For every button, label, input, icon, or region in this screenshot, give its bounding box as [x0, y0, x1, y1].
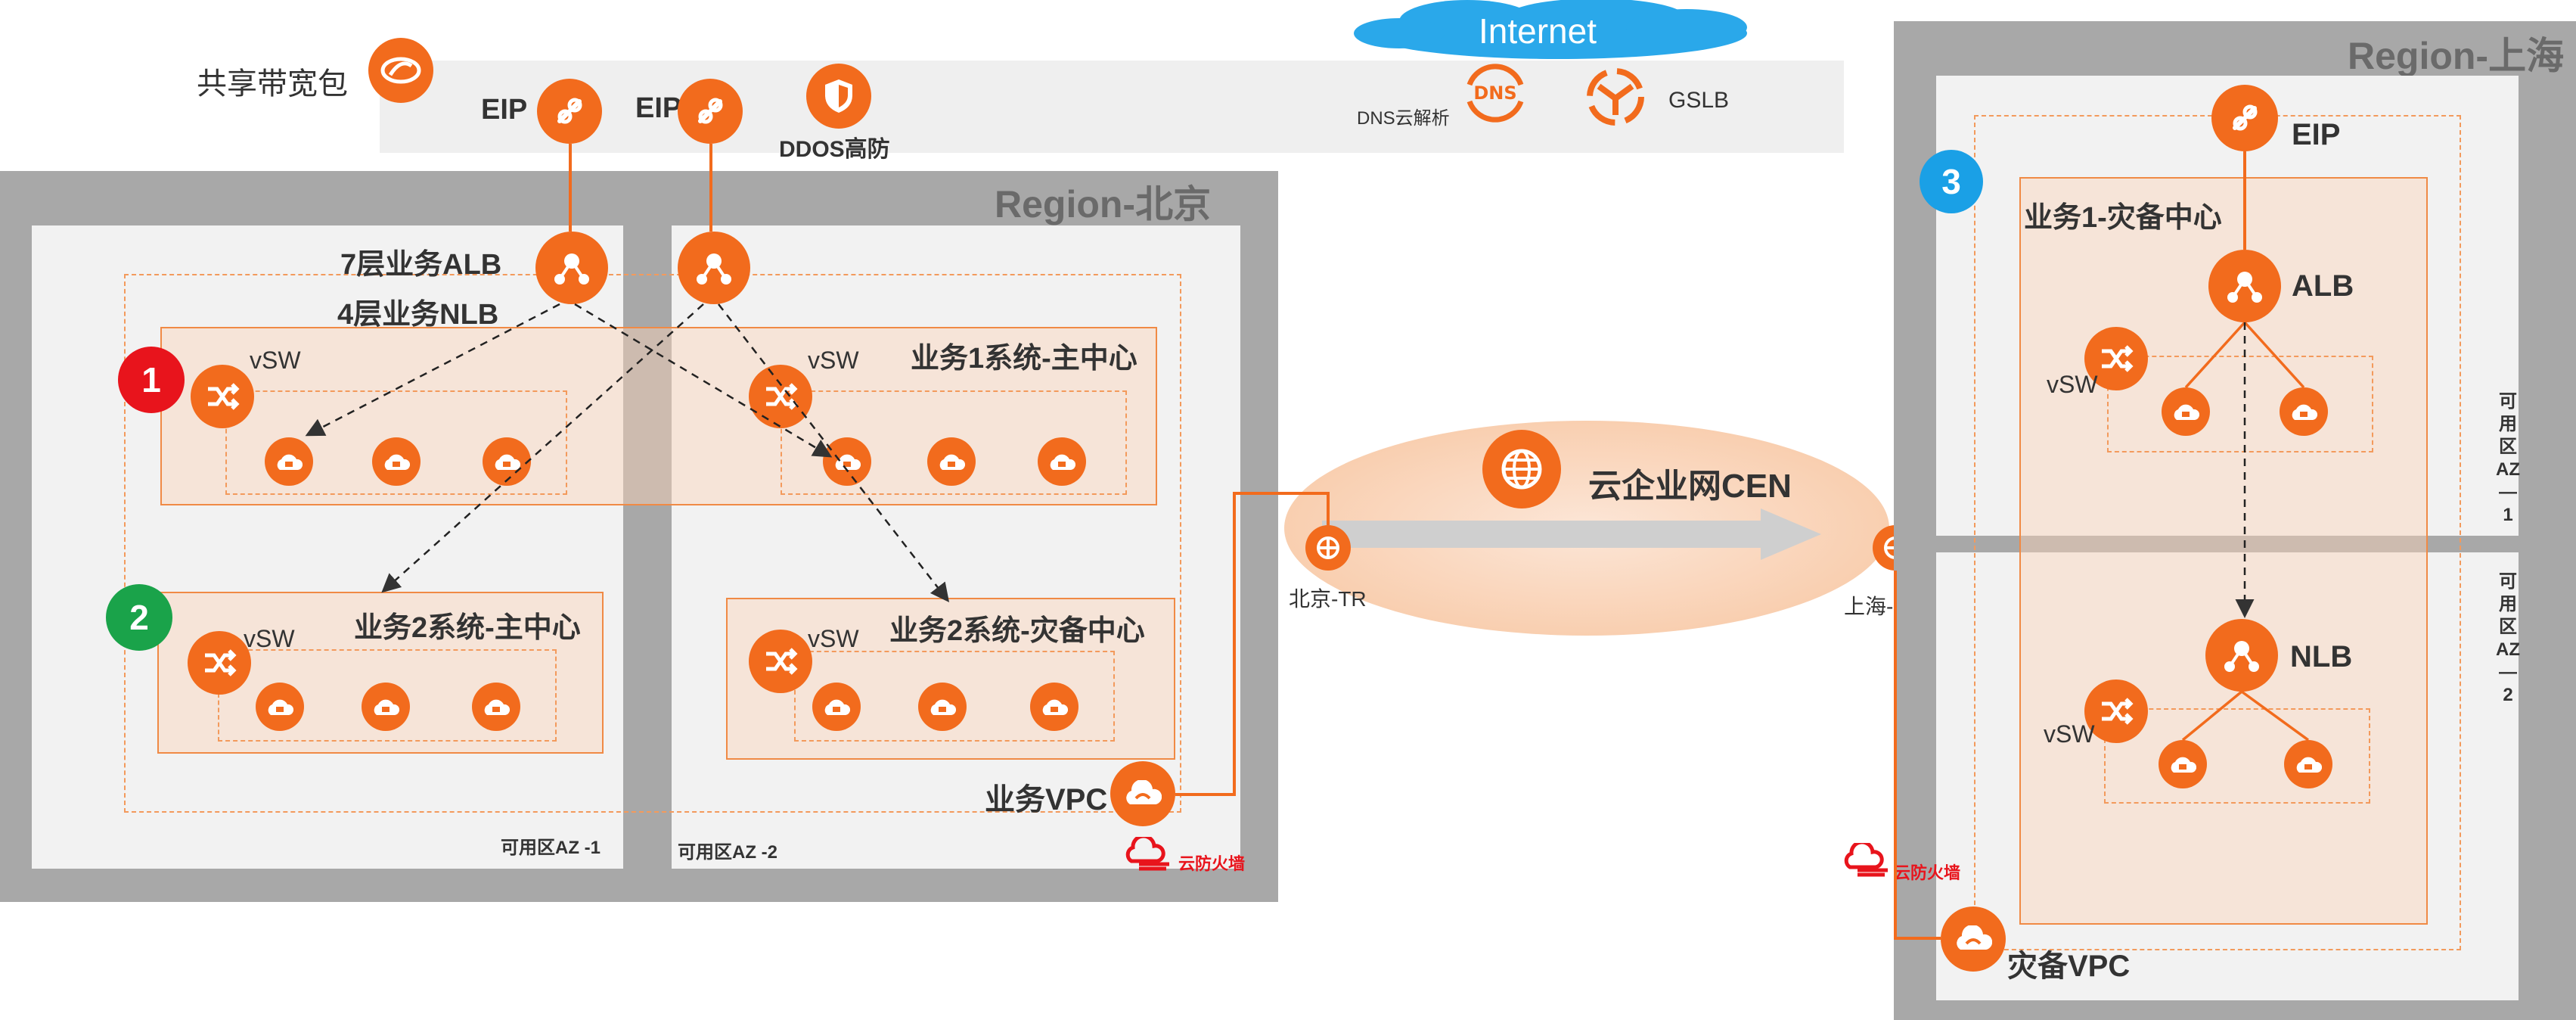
biz1-main-label: 业务1系统-主中心 [911, 343, 1137, 375]
vsw-label-biz1-az2: vSW [808, 347, 859, 374]
dr-vpc-label: 灾备VPC [2007, 950, 2131, 983]
vswitch-icon-biz2-dr [749, 630, 812, 693]
ecs-icon [472, 683, 520, 731]
vsw-label-sh-1: vSW [2047, 371, 2098, 398]
vswitch-icon-sh-2 [2084, 679, 2148, 743]
eip-icon-sh [2211, 85, 2278, 151]
vswitch-icon-biz2-main [188, 631, 251, 695]
eip-label-2: EIP [635, 92, 682, 124]
ecs-icon [1030, 683, 1079, 731]
az2-sh-label: 可 用 区 AZ — 2 [2496, 571, 2520, 705]
firewall-label-bj: 云防火墙 [1178, 854, 1246, 873]
biz2-main-label: 业务2系统-主中心 [354, 612, 581, 644]
ecs-icon [483, 437, 531, 486]
vsw-label-biz2-dr: vSW [808, 625, 859, 652]
internet-label: Internet [1479, 11, 1597, 51]
ddos-label: DDOS高防 [779, 137, 890, 162]
vswitch-icon-sh-1 [2084, 327, 2148, 390]
shared-bandwidth-icon [368, 38, 433, 103]
dns-label: DNS云解析 [1357, 108, 1450, 129]
vpc-cloud-icon-bj [1110, 761, 1175, 826]
vswitch-icon-biz1-az2 [749, 365, 812, 428]
cen-globe-icon [1482, 430, 1561, 508]
shared-bandwidth-label: 共享带宽包 [197, 67, 348, 101]
region-shanghai-label: Region-上海 [2348, 35, 2565, 77]
ecs-icon [2284, 740, 2332, 788]
vsw-label-sh-2: vSW [2044, 720, 2095, 748]
cen-cloud-enterprise-network [1284, 421, 1889, 636]
ecs-icon [812, 683, 861, 731]
alb-icon-sh [2208, 250, 2281, 322]
alb-icon-az2 [678, 232, 750, 304]
gslb-icon [1582, 64, 1649, 130]
az1-sh-label: 可 用 区 AZ — 1 [2496, 391, 2520, 525]
cen-label: 云企业网CEN [1588, 468, 1792, 505]
ecs-icon [256, 683, 304, 731]
gslb-label: GSLB [1668, 88, 1730, 113]
beijing-tr-label: 北京-TR [1289, 587, 1367, 611]
alb7-label: 7层业务ALB [340, 249, 502, 281]
sh-subnet-1 [2107, 356, 2373, 452]
biz2-dr-subnet [794, 651, 1115, 742]
eip-icon-1 [537, 79, 602, 144]
eip-label-sh: EIP [2292, 118, 2341, 151]
ecs-icon [2280, 387, 2328, 436]
badge-1: 1 [118, 347, 185, 413]
biz2-main-subnet [218, 649, 557, 742]
ecs-icon [2159, 740, 2207, 788]
alb-icon-az1 [535, 232, 608, 304]
ecs-icon [265, 437, 313, 486]
ecs-icon [927, 437, 976, 486]
ecs-icon [362, 683, 410, 731]
nlb-label-sh: NLB [2290, 640, 2353, 673]
beijing-tr-icon [1305, 525, 1351, 571]
firewall-icon-sh [1844, 843, 1888, 877]
vswitch-icon-biz1-az1 [191, 365, 254, 428]
vsw-label-biz1-az1: vSW [250, 347, 301, 374]
biz1-dr-label: 业务1-灾备中心 [2024, 202, 2222, 234]
ecs-icon [918, 683, 967, 731]
svg-text:DNS: DNS [1473, 82, 1516, 104]
ecs-icon [372, 437, 421, 486]
ecs-icon [2162, 387, 2210, 436]
nlb-icon-sh [2205, 619, 2278, 692]
badge-3: 3 [1920, 150, 1983, 213]
eip-icon-2 [678, 79, 743, 144]
region-beijing-label: Region-北京 [995, 183, 1212, 225]
business-vpc-label: 业务VPC [985, 783, 1108, 816]
az2-label: 可用区AZ -2 [678, 842, 777, 863]
ecs-icon [1038, 437, 1086, 486]
eip-label-1: EIP [481, 94, 528, 126]
vpc-cloud-icon-sh [1941, 906, 2006, 972]
alb-label-sh: ALB [2292, 269, 2354, 303]
biz2-dr-label: 业务2系统-灾备中心 [889, 615, 1145, 647]
firewall-label-sh: 云防火墙 [1894, 863, 1961, 882]
ddos-shield-icon [806, 64, 871, 129]
firewall-icon-bj [1125, 837, 1169, 871]
az1-label: 可用区AZ -1 [501, 838, 601, 858]
dns-icon: DNS [1462, 59, 1529, 126]
badge-2: 2 [106, 584, 172, 651]
nlb4-label: 4层业务NLB [337, 299, 499, 331]
ecs-icon [823, 437, 871, 486]
internet-cloud [1354, 0, 1747, 59]
vsw-label-biz2-main: vSW [244, 625, 295, 652]
